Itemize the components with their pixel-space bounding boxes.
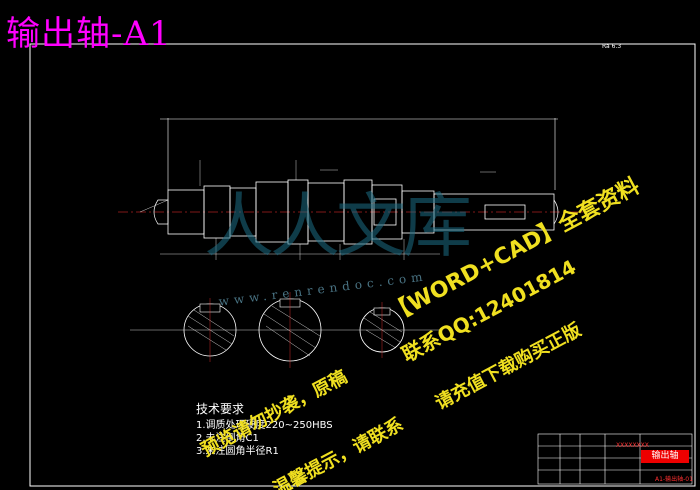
shaft-right-end	[553, 199, 559, 225]
section-views	[130, 292, 440, 368]
tech-req-heading: 技术要求	[196, 402, 245, 416]
sheet-border	[29, 43, 696, 487]
title-block-part-name: 输出轴	[641, 450, 689, 463]
title-block-company: XXXXXXXX	[616, 442, 649, 449]
section-a	[183, 298, 237, 362]
technical-requirements: 技术要求 1.调质处理硬度220~250HBS 2.未注倒角C1 3.未注圆角半…	[196, 403, 333, 458]
drawing-title: 输出轴-A1	[6, 14, 172, 54]
title-block-code: A1-输出轴-01	[655, 476, 693, 483]
shaft-left-end	[153, 199, 169, 225]
section-c	[359, 302, 405, 358]
watermark-logo: 人人文库	[204, 185, 472, 267]
surface-roughness-note: Ra 6.3	[602, 43, 622, 50]
title-block	[537, 433, 693, 485]
tech-req-item: 3.未注圆角半径R1	[196, 446, 279, 457]
shaft-profile	[167, 179, 555, 245]
dimension-marks	[139, 160, 496, 260]
section-b	[258, 292, 322, 368]
tech-req-item: 2.未注倒角C1	[196, 433, 259, 444]
tech-req-item: 1.调质处理硬度220~250HBS	[196, 420, 333, 431]
